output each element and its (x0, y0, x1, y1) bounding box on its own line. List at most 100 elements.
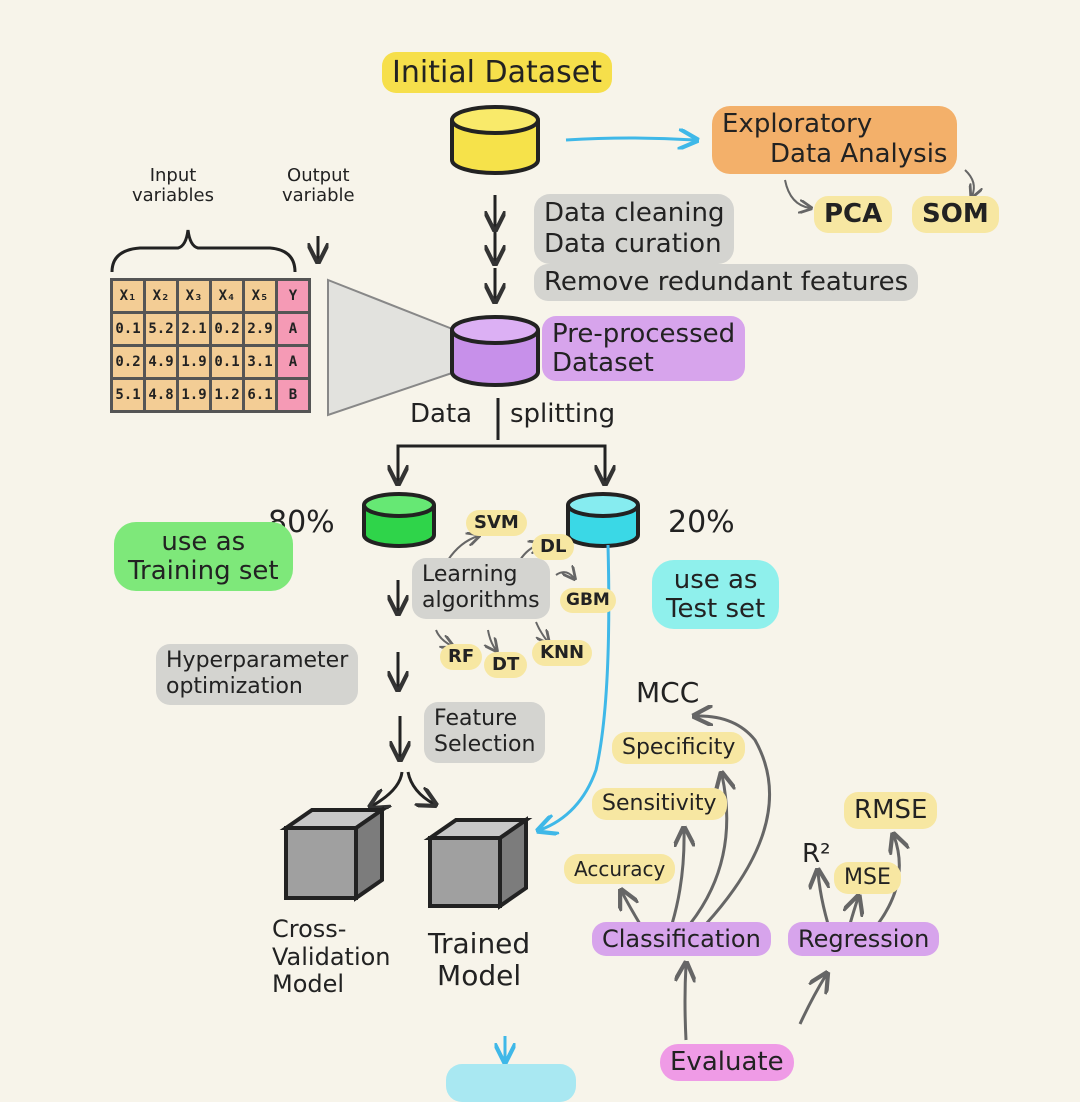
test-percent: 20% (668, 505, 735, 540)
alg-dl: DL (532, 534, 575, 560)
table-cell: 0.2 (209, 311, 245, 347)
trained-line-2: Model (437, 959, 522, 993)
table-cell: 4.9 (143, 344, 179, 380)
table-header-cell: X₅ (242, 278, 278, 314)
splitting-left: Data (410, 399, 473, 429)
arrow-alg-knn (535, 621, 548, 642)
eda-line-1: Exploratory (722, 109, 873, 139)
cv-model-label: Cross- Validation Model (272, 915, 391, 999)
table-header-cell-output: Y (275, 278, 311, 314)
arrow-fork-right (406, 771, 434, 804)
output-variable-label: Output variable (282, 166, 355, 206)
table-row: 5.1 4.8 1.9 1.2 6.1 B (110, 377, 311, 413)
preprocessed-line-1: Pre-processed (552, 319, 736, 349)
trained-model-cube (423, 816, 533, 910)
metric-mse: MSE (834, 862, 901, 895)
data-table: X₁ X₂ X₃ X₄ X₅ Y 0.1 5.2 2.1 0.2 2.9 A 0… (110, 278, 311, 413)
arrow-eda-pca (784, 179, 810, 208)
regression-label: Regression (788, 922, 940, 957)
eda-label: Exploratory Data Analysis (712, 106, 958, 174)
preprocessed-label: Pre-processed Dataset (542, 316, 746, 382)
arrow-cls-mcc (696, 716, 772, 926)
arrow-fork-left (372, 771, 404, 806)
arrow-cls-sensitivity (670, 830, 684, 925)
initial-dataset-label: Initial Dataset (382, 52, 613, 93)
arrow-alg-dt (488, 629, 496, 650)
table-cell: 1.9 (176, 377, 212, 413)
zoom-shape (327, 278, 456, 417)
arrow-alg-gbm (555, 572, 574, 578)
table-header-cell: X₃ (176, 278, 212, 314)
metric-rmse: RMSE (844, 792, 938, 829)
arrow-eda-som (964, 169, 974, 196)
preprocessed-dataset-cylinder (450, 315, 540, 387)
initial-dataset-cylinder (450, 105, 540, 175)
output-label-line-1: Output (287, 165, 350, 186)
hyper-line-1: Hyperparameter (166, 648, 349, 673)
alg-gbm: GBM (560, 588, 616, 613)
cv-line-2: Validation (272, 942, 391, 971)
training-line-2: Training set (128, 555, 279, 586)
arrow-eval-regression (798, 975, 826, 1025)
table-row: 0.2 4.9 1.9 0.1 3.1 A (110, 344, 311, 380)
feature-line-1: Feature (434, 706, 518, 731)
table-cell: 1.2 (209, 377, 245, 413)
feature-line-2: Selection (434, 732, 536, 758)
alg-svm: SVM (466, 510, 527, 536)
output-label-line-2: variable (282, 184, 355, 206)
metric-mcc: MCC (636, 676, 700, 709)
table-header-cell: X₁ (110, 278, 146, 314)
arrow-test-to-model (540, 544, 611, 830)
metric-sensitivity: Sensitivity (592, 788, 727, 821)
training-set-label: use as Training set (114, 522, 293, 592)
table-header-row: X₁ X₂ X₃ X₄ X₅ Y (110, 278, 311, 314)
table-cell-output: A (275, 311, 311, 347)
alg-dt: DT (484, 652, 528, 678)
arrow-reg-mse (850, 898, 858, 925)
cleaning-steps: Data cleaning Data curation (534, 194, 735, 265)
preprocessed-line-2: Dataset (552, 347, 654, 378)
metric-accuracy: Accuracy (564, 854, 676, 884)
learning-line-1: Learning (422, 562, 518, 587)
arrow-alg-svm (447, 536, 478, 561)
table-cell: 2.9 (242, 311, 278, 347)
splitting-right: splitting (510, 399, 616, 429)
step-curation: Data curation (544, 229, 722, 260)
eda-line-2: Data Analysis (770, 138, 948, 169)
arrow-reg-r2 (818, 872, 828, 925)
table-cell: 3.1 (242, 344, 278, 380)
test-line-2: Test set (666, 593, 766, 624)
table-header-cell: X₄ (209, 278, 245, 314)
input-label-line-1: Input (149, 165, 197, 186)
step-cleaning: Data cleaning (544, 198, 725, 228)
trained-line-1: Trained (428, 927, 531, 960)
pca-label: PCA (814, 196, 893, 233)
table-cell: 1.9 (176, 344, 212, 380)
table-cell: 0.1 (209, 344, 245, 380)
table-header-cell: X₂ (143, 278, 179, 314)
split-branch (396, 444, 607, 478)
bottom-cut-box (446, 1064, 576, 1102)
evaluate-label: Evaluate (660, 1044, 794, 1081)
table-cell: 0.2 (110, 344, 146, 380)
som-label: SOM (912, 196, 999, 233)
table-cell: 6.1 (242, 377, 278, 413)
learning-line-2: algorithms (422, 588, 540, 614)
table-row: 0.1 5.2 2.1 0.2 2.9 A (110, 311, 311, 347)
test-cylinder (566, 492, 640, 548)
hyper-line-2: optimization (166, 674, 303, 700)
input-label-line-2: variables (132, 184, 214, 206)
metric-specificity: Specificity (612, 732, 746, 765)
alg-knn: KNN (532, 640, 593, 666)
learning-algorithms-label: Learning algorithms (412, 558, 550, 619)
training-cylinder (362, 492, 436, 548)
table-cell: 4.8 (143, 377, 179, 413)
cv-line-3: Model (272, 970, 345, 999)
arrow-to-eda (565, 138, 695, 140)
cv-model-cube (279, 806, 389, 902)
feature-selection-label: Feature Selection (424, 702, 546, 763)
table-cell: 2.1 (176, 311, 212, 347)
table-cell: 0.1 (110, 311, 146, 347)
test-line-1: use as (673, 565, 758, 595)
